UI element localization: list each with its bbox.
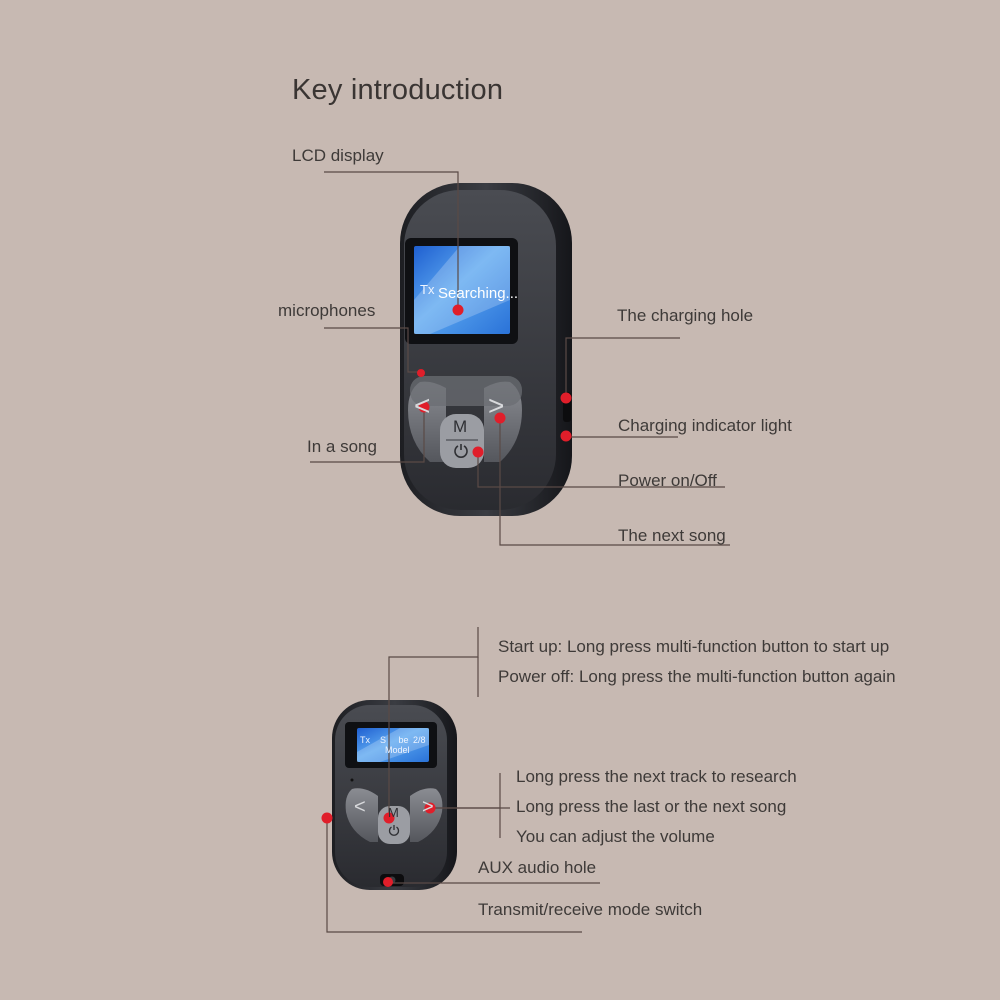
top-device	[400, 183, 572, 516]
label-aux-audio-hole: AUX audio hole	[478, 858, 597, 877]
top-prev-icon: <	[414, 390, 431, 421]
bottom-button-right[interactable]	[410, 788, 443, 842]
label-adjust-volume: You can adjust the volume	[516, 827, 715, 846]
label-microphones: microphones	[278, 301, 376, 320]
top-button-mode[interactable]	[440, 414, 484, 468]
label-start-up: Start up: Long press multi-function butt…	[498, 637, 890, 656]
bottom-callout-lines	[326, 627, 600, 933]
label-in-a-song: In a song	[307, 437, 377, 456]
label-power-on-off: Power on/Off	[618, 471, 717, 490]
bottom-mode-label: M	[388, 805, 399, 820]
label-next-song: The next song	[618, 526, 726, 545]
bottom-next-icon: >	[422, 796, 434, 818]
label-lcd-display: LCD display	[292, 146, 384, 165]
top-next-icon: >	[488, 390, 505, 421]
top-callout-dots	[417, 304, 572, 458]
label-last-next-song: Long press the last or the next song	[516, 797, 787, 816]
page-title: Key introduction	[292, 74, 504, 106]
label-charging-hole: The charging hole	[617, 306, 754, 325]
top-screen-mode: Tx	[420, 282, 435, 297]
bottom-screen-track: 2/8	[413, 735, 426, 745]
bottom-button-left[interactable]	[345, 788, 378, 842]
top-mode-label: M	[453, 417, 468, 436]
label-next-track-research: Long press the next track to research	[516, 767, 797, 786]
top-power-icon	[453, 442, 469, 458]
label-mode-switch: Transmit/receive mode switch	[478, 900, 703, 919]
bottom-device	[332, 700, 457, 890]
bottom-lcd-screen	[357, 728, 429, 762]
bottom-screen-mode: Tx	[360, 735, 370, 745]
bottom-screen-line2: Model	[385, 745, 410, 755]
bottom-power-icon	[388, 823, 400, 836]
top-callout-lines	[310, 171, 730, 546]
bottom-prev-icon: <	[354, 796, 366, 818]
label-charging-indicator: Charging indicator light	[618, 416, 792, 435]
label-power-off: Power off: Long press the multi-function…	[498, 667, 896, 686]
bottom-screen-line1: S be	[380, 735, 409, 745]
top-screen-status: Searching...	[438, 285, 519, 302]
bottom-callout-dots	[321, 802, 436, 887]
top-lcd-screen	[414, 246, 510, 334]
